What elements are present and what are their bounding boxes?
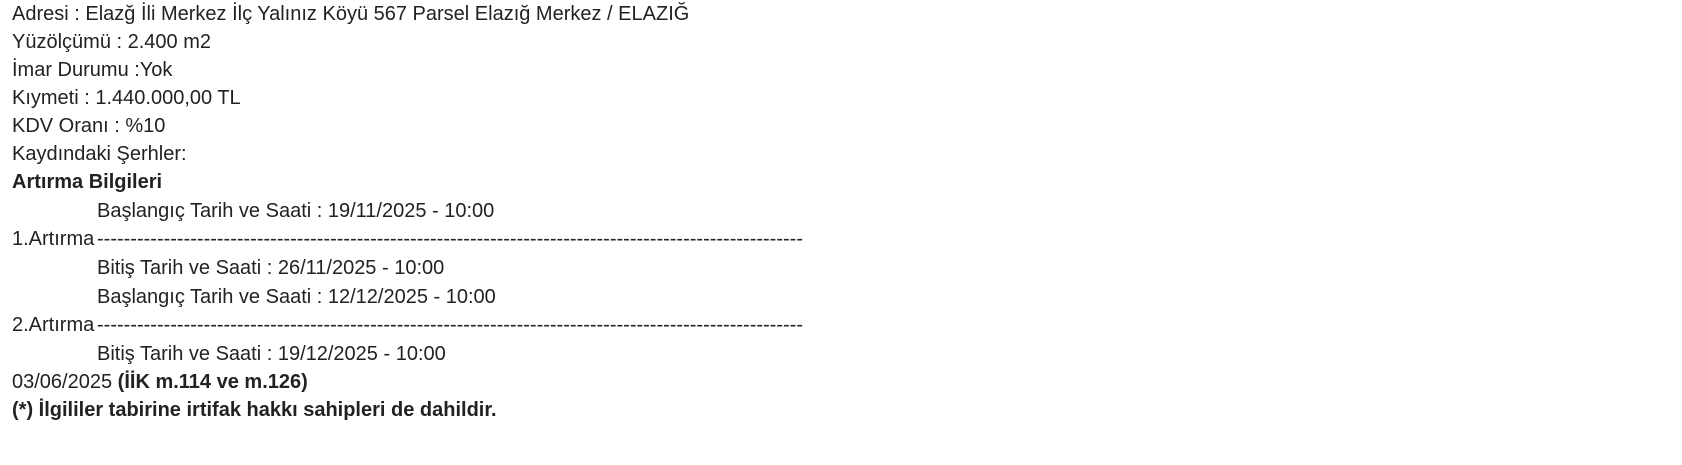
annotations-line: Kaydındaki Şerhler:	[12, 143, 187, 165]
address-line: Adresi : Elazğ İli Merkez İlç Yalınız Kö…	[12, 3, 690, 25]
zoning-line: İmar Durumu :Yok	[12, 59, 173, 81]
footer-date: 03/06/2025	[12, 371, 113, 393]
round-2-label: 2.Artırma	[12, 314, 95, 336]
footer-date-line: 03/06/2025 (İİK m.114 ve m.126)	[12, 368, 308, 396]
footnote: (*) İlgililer tabirine irtifak hakkı sah…	[12, 399, 497, 421]
value-line: Kıymeti : 1.440.000,00 TL	[12, 87, 241, 109]
round-2-end: Bitiş Tarih ve Saati : 19/12/2025 - 10:0…	[97, 343, 446, 365]
round-2-separator: ----------------------------------------…	[97, 314, 803, 336]
vat-line: KDV Oranı : %10	[12, 115, 166, 137]
round-1-label: 1.Artırma	[12, 228, 95, 250]
round-1-end: Bitiş Tarih ve Saati : 26/11/2025 - 10:0…	[97, 257, 445, 279]
round-2-start: Başlangıç Tarih ve Saati : 12/12/2025 - …	[97, 286, 496, 308]
area-line: Yüzölçümü : 2.400 m2	[12, 31, 211, 53]
round-1-start: Başlangıç Tarih ve Saati : 19/11/2025 - …	[97, 200, 495, 222]
law-reference: (İİK m.114 ve m.126)	[117, 371, 308, 393]
auction-heading: Artırma Bilgileri	[12, 171, 163, 193]
round-1-separator: ----------------------------------------…	[97, 228, 803, 250]
